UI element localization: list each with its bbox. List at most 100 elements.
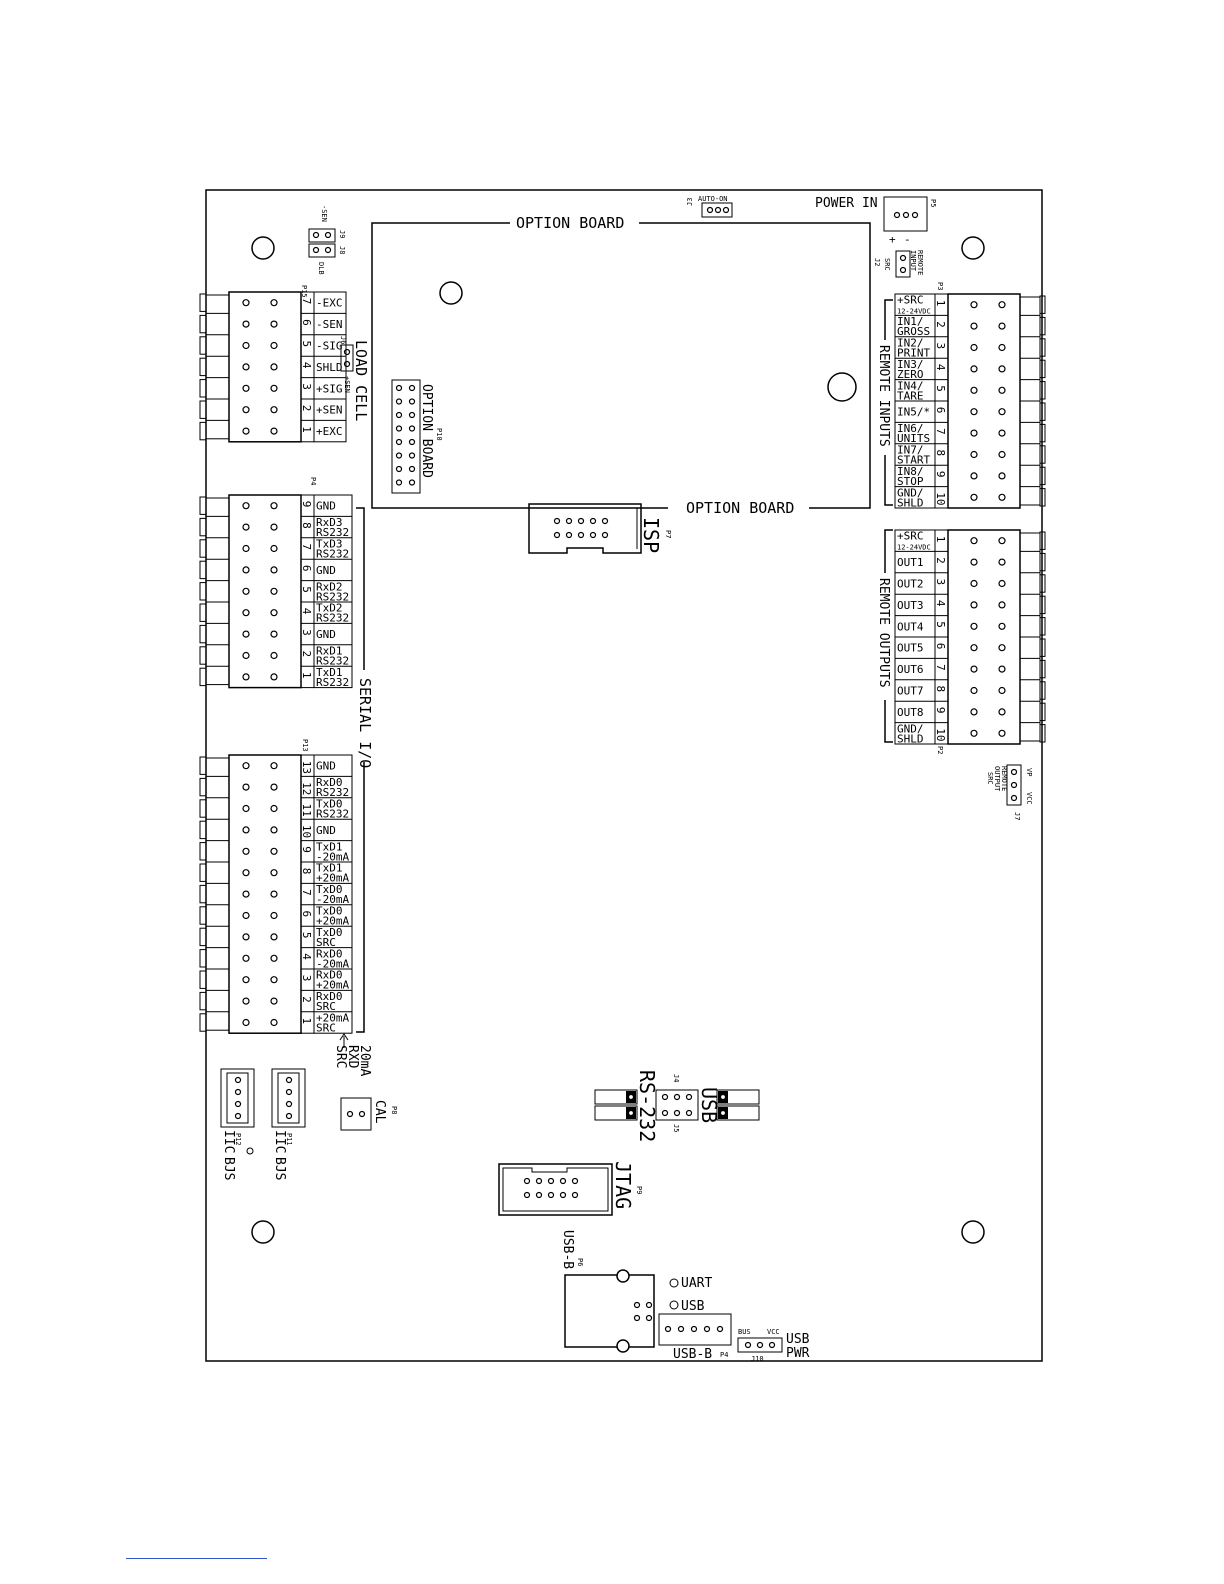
terminal-tab: [199, 970, 207, 989]
terminal-pin: [270, 544, 278, 553]
terminal-tab: [199, 646, 207, 665]
header-pin: [408, 465, 416, 473]
terminal-block-body: [228, 494, 302, 689]
terminal-tab: [1039, 445, 1046, 464]
header-pin: [601, 517, 609, 525]
terminal-pin: [242, 826, 250, 834]
header-pin: [395, 452, 403, 459]
header-pin: [571, 1177, 579, 1185]
terminal-block-body: [228, 291, 302, 443]
terminal-pin: [270, 523, 278, 531]
terminal-tab: [199, 991, 207, 1011]
pin-label-line1: TxD0: [316, 926, 343, 939]
terminal-pin: [970, 644, 978, 652]
terminal-pin: [270, 630, 278, 638]
rs232-label: RS-232: [635, 1070, 659, 1142]
terminal-pin: [242, 804, 250, 813]
terminal-pin: [970, 472, 978, 480]
power-in-label: POWER IN: [815, 196, 878, 211]
terminal-tab: [199, 357, 207, 377]
terminal-pin: [270, 609, 278, 617]
pin-label-line1: TxD2: [316, 602, 343, 615]
terminal-pin: [998, 686, 1006, 695]
pin-label-line1: GND/: [897, 722, 924, 735]
p3-ref: P3: [936, 282, 944, 290]
j10-ref: J10: [751, 1355, 764, 1363]
pin-label: -SIG: [316, 340, 343, 353]
terminal-tab: [1039, 552, 1046, 572]
terminal-pin: [270, 1018, 278, 1027]
j2-ref: J2: [873, 258, 881, 266]
bjs-label-2: BJS: [272, 1157, 287, 1180]
terminal-pin: [242, 1018, 250, 1027]
usb-section: USB-B P6 UART USB USB-B P4 BUS VCC J10 U…: [560, 1230, 810, 1363]
pin-number: 10: [300, 825, 313, 838]
j6-label: +SEN: [343, 376, 351, 393]
pin-label-line2: -20mA: [316, 850, 349, 863]
pin-label-line2: 12-24VDC: [897, 544, 931, 552]
terminal-tab: [199, 799, 207, 818]
p10-pins: [395, 384, 416, 486]
footer-rule: [126, 1558, 267, 1559]
pin-label-line1: TxD0: [316, 883, 343, 896]
terminal-pin: [970, 301, 978, 309]
p5-ref: P5: [929, 199, 937, 207]
terminal-pin: [998, 665, 1006, 673]
auto-on-jumper: AUTO-ON J3: [686, 195, 733, 218]
pin-label: +EXC: [316, 425, 343, 438]
terminal-tab: [1039, 338, 1046, 357]
terminal-tab: [1039, 316, 1046, 336]
pin-label-line2: GROSS: [897, 325, 930, 338]
terminal-tab: [1039, 531, 1046, 550]
terminal-pin: [270, 783, 278, 791]
pin-number: 9: [300, 501, 313, 508]
pin-label-line2: +20mA: [316, 872, 349, 885]
p4-usb-label: USB-B: [673, 1347, 712, 1362]
pin-label-line2: STOP: [897, 475, 924, 488]
terminal-pin: [270, 406, 278, 414]
terminal-pin: [242, 587, 250, 595]
header-pin: [553, 517, 561, 525]
header-pin: [523, 1191, 531, 1199]
pin-number: 3: [300, 383, 313, 390]
terminal-tab: [1039, 423, 1046, 443]
j3-ref: J3: [686, 198, 694, 206]
terminal-pin: [998, 408, 1006, 416]
terminal-tab: [199, 336, 207, 355]
p4-ref: P4: [309, 477, 317, 485]
header-pin: [395, 438, 403, 446]
pin-number: 3: [934, 579, 947, 586]
header-pin: [535, 1177, 543, 1185]
terminal-tab: [199, 421, 207, 441]
terminal-pin: [970, 558, 978, 566]
pin-label-line1: TxD1: [316, 666, 343, 679]
terminal-tab: [1039, 638, 1046, 657]
pin-label-line2: START: [897, 454, 930, 467]
header-pin: [553, 531, 561, 539]
j6-jumper: [340, 344, 354, 372]
terminal-pin: [242, 341, 250, 350]
header-pin: [577, 517, 585, 525]
terminal-pin: [242, 997, 250, 1005]
terminal-pin: [270, 869, 278, 877]
terminal-tab: [199, 496, 207, 515]
terminal-pin: [998, 472, 1006, 480]
terminal-tab: [199, 842, 207, 861]
terminal-tab: [199, 863, 207, 882]
pin-number: 10: [934, 728, 947, 741]
p9-ref: P9: [635, 1186, 643, 1194]
terminal-pin: [970, 408, 978, 416]
terminal-pin: [970, 322, 978, 330]
pin-number: 6: [300, 319, 313, 326]
terminal-pin: [998, 644, 1006, 652]
terminal-pin: [270, 976, 278, 984]
terminal-tab: [199, 949, 207, 968]
terminal-tab: [1039, 488, 1046, 507]
terminal-pin: [270, 299, 278, 307]
pin-label-line2: SHLD: [897, 496, 924, 509]
terminal-block-body: [228, 754, 302, 1034]
iic-label-2: IIC: [272, 1130, 287, 1153]
pin-label-line1: +SRC: [897, 530, 924, 543]
